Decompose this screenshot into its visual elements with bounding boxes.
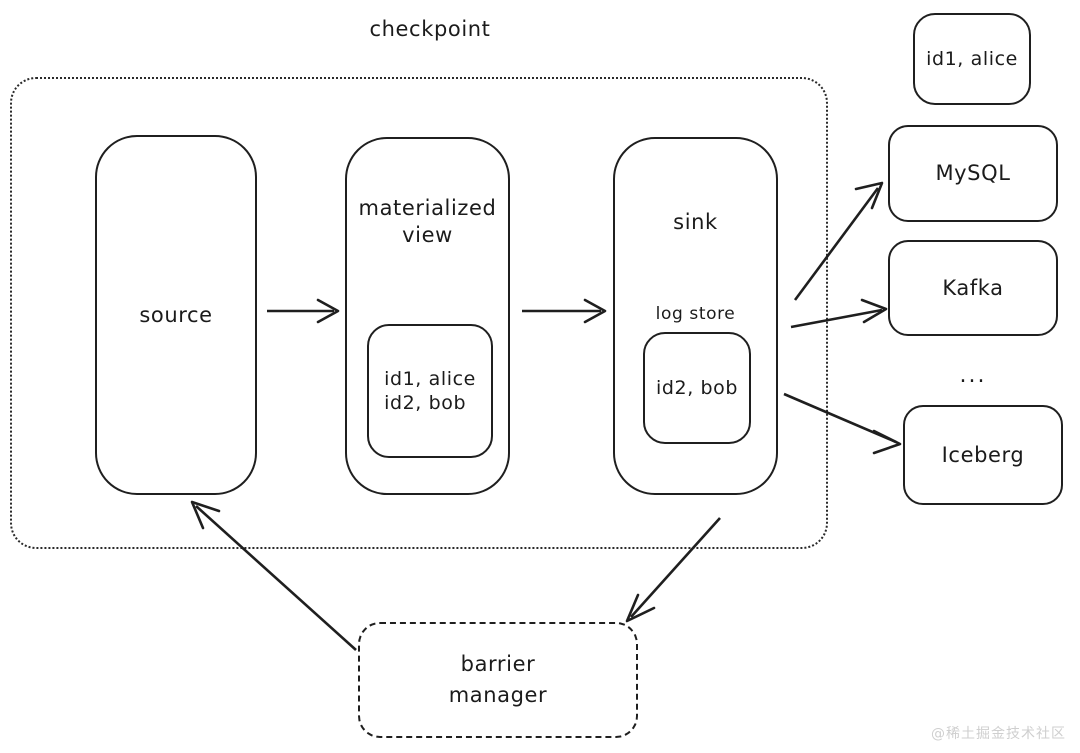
node-source-label: source: [139, 302, 213, 327]
node-mysql[interactable]: MySQL: [888, 125, 1058, 222]
log-store-rows-box: id2, bob: [643, 332, 751, 444]
node-materialized-view-label: materialized view: [358, 196, 497, 247]
node-materialized-view[interactable]: materialized view id1, alice id2, bob: [345, 137, 510, 495]
materialized-view-rows-box: id1, alice id2, bob: [367, 324, 493, 458]
materialized-view-rows: id1, alice id2, bob: [384, 367, 476, 414]
node-iceberg-label: Iceberg: [941, 442, 1025, 467]
node-mysql-label: MySQL: [935, 161, 1011, 186]
node-sink[interactable]: sink log store id2, bob: [613, 137, 778, 495]
node-kafka[interactable]: Kafka: [888, 240, 1058, 336]
targets-ellipsis: ...: [959, 363, 987, 388]
log-store-label: log store: [655, 304, 736, 324]
watermark: @稀土掘金技术社区: [931, 726, 1066, 742]
node-barrier-manager[interactable]: barrier manager: [358, 622, 638, 738]
node-kafka-label: Kafka: [942, 275, 1004, 300]
emitted-row-label: id1, alice: [926, 47, 1018, 70]
log-store-rows: id2, bob: [655, 376, 739, 399]
node-sink-label: sink: [673, 210, 718, 234]
node-barrier-manager-label: barrier manager: [448, 651, 548, 708]
node-source[interactable]: source: [95, 135, 257, 495]
node-iceberg[interactable]: Iceberg: [903, 405, 1063, 505]
checkpoint-title: checkpoint: [369, 17, 491, 41]
emitted-row-box: id1, alice: [913, 13, 1031, 105]
